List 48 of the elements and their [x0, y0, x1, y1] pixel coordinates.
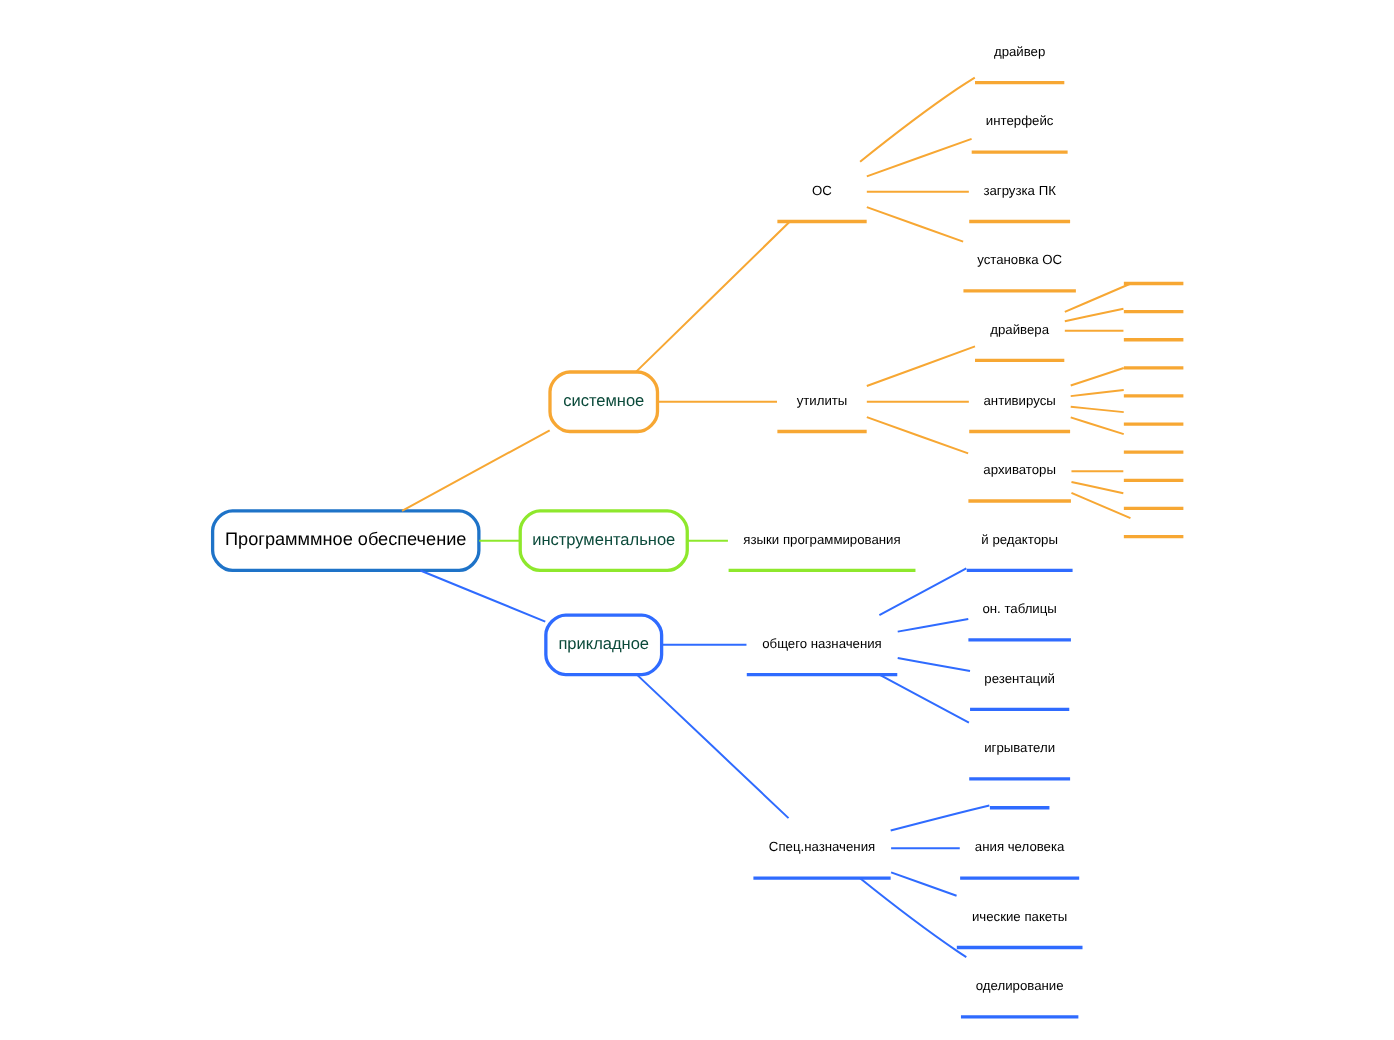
- connector: [1062, 329, 1124, 332]
- connector: [1069, 470, 1124, 473]
- node-bar: [1122, 422, 1183, 426]
- node-bar: [1122, 506, 1183, 511]
- node-box: инструментальное: [517, 509, 688, 573]
- connector: [864, 345, 975, 387]
- connector: [1062, 282, 1131, 313]
- connector: [477, 539, 520, 542]
- connector: [889, 847, 960, 850]
- connector: [656, 400, 777, 403]
- node-bar: [1122, 309, 1183, 314]
- node-bar: [1122, 394, 1183, 398]
- node-bar: [1122, 338, 1183, 342]
- connector: [635, 673, 789, 820]
- node-bar: [988, 806, 1049, 810]
- connector: [685, 539, 728, 542]
- connector: [634, 220, 790, 373]
- connector: [864, 137, 972, 178]
- node-box: Программмное обеспечение: [209, 509, 480, 573]
- connector: [1069, 481, 1124, 495]
- node-bar: [1122, 478, 1183, 482]
- node-bar: [1122, 450, 1183, 454]
- node-bar: [1122, 281, 1183, 286]
- connector: [895, 618, 969, 633]
- connector: [895, 657, 970, 672]
- connector: [877, 673, 969, 724]
- connector: [1068, 367, 1124, 387]
- connector: [1062, 307, 1124, 323]
- connector: [888, 804, 990, 832]
- node-box: прикладное: [543, 613, 663, 677]
- node-bar: [1122, 534, 1183, 539]
- connector: [1069, 491, 1131, 520]
- connector: [1068, 416, 1124, 436]
- connector: [1068, 389, 1124, 398]
- connector: [1068, 405, 1124, 414]
- connector: [864, 206, 964, 243]
- connector: [418, 569, 546, 623]
- connector: [864, 416, 969, 455]
- connector: [864, 400, 969, 403]
- connector: [858, 877, 967, 959]
- connector: [877, 567, 967, 616]
- connector: [400, 429, 550, 512]
- connector: [864, 190, 969, 193]
- connector: [659, 643, 747, 646]
- connector: [889, 871, 957, 897]
- connector: [858, 76, 975, 163]
- node-box: системное: [547, 370, 659, 434]
- node-bar: [1122, 366, 1183, 370]
